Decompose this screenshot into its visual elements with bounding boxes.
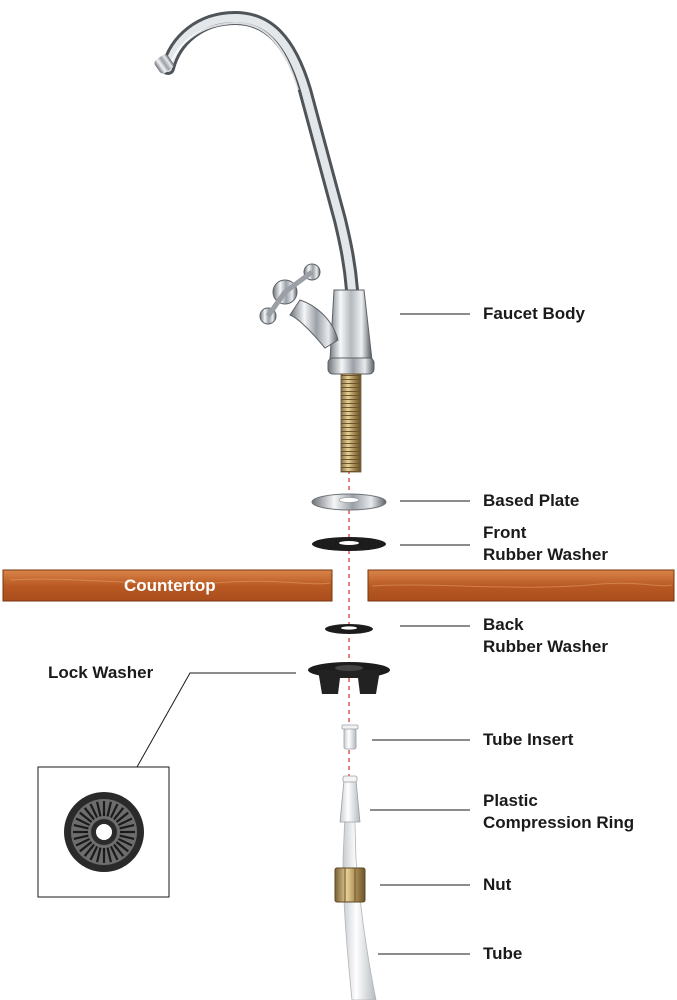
lock-washer-rib xyxy=(117,837,133,847)
lock-washer-rib xyxy=(96,847,102,863)
lock-washer-rib xyxy=(75,817,91,827)
label-nut: Nut xyxy=(483,875,512,894)
lock-washer-rib xyxy=(119,834,135,840)
label-tube: Tube xyxy=(483,944,523,963)
lock-washer-rib xyxy=(75,837,91,847)
countertop-illustration xyxy=(2,569,675,602)
lock-washer-rib xyxy=(113,843,125,857)
lock-washer-illustration xyxy=(308,662,390,694)
lock-washer-rib xyxy=(106,847,112,863)
faucet-body-illustration xyxy=(154,10,375,473)
leader-lines xyxy=(136,313,470,955)
label-tube-insert: Tube Insert xyxy=(483,730,574,749)
label-plastic-line-2: Compression Ring xyxy=(483,813,635,832)
lock-washer-rib xyxy=(106,801,112,817)
back-rubber-washer-illustration xyxy=(325,624,373,634)
tube-assembly-illustration xyxy=(334,775,377,1000)
label-front-line-2: Rubber Washer xyxy=(483,545,609,564)
label-faucet-body: Faucet Body xyxy=(483,304,586,323)
label-plastic-compression-ring: Plastic Compression Ring xyxy=(483,790,634,834)
label-plastic-line-1: Plastic xyxy=(483,791,538,810)
lock-washer-rib xyxy=(73,824,89,830)
front-rubber-washer-illustration xyxy=(312,537,386,551)
label-front-rubber-washer: Front Rubber Washer xyxy=(483,522,608,566)
tube-insert-illustration xyxy=(341,724,359,750)
label-based-plate: Based Plate xyxy=(483,491,580,510)
based-plate-illustration xyxy=(311,493,387,511)
lock-washer-rib xyxy=(96,801,102,817)
label-countertop: Countertop xyxy=(124,576,216,595)
lock-washer-rib xyxy=(109,803,119,819)
label-back-rubber-washer: Back Rubber Washer xyxy=(483,614,608,658)
label-front-line-1: Front xyxy=(483,523,527,542)
lock-washer-rib xyxy=(115,811,129,823)
lock-washer-rib xyxy=(89,845,99,861)
lock-washer-rib xyxy=(109,845,119,861)
lock-washer-rib xyxy=(89,803,99,819)
label-back-line-1: Back xyxy=(483,615,524,634)
lock-washer-rib xyxy=(73,834,89,840)
label-back-line-2: Rubber Washer xyxy=(483,637,609,656)
lock-washer-rib xyxy=(83,843,95,857)
lock-washer-rib xyxy=(83,807,95,821)
lock-washer-rib xyxy=(119,824,135,830)
lock-washer-rib xyxy=(113,807,125,821)
label-lock-washer: Lock Washer xyxy=(48,663,154,682)
lock-washer-rib xyxy=(79,841,93,853)
lock-washer-inset xyxy=(37,766,170,898)
lock-washer-rib xyxy=(79,811,93,823)
lock-washer-rib xyxy=(115,841,129,853)
lock-washer-rib xyxy=(117,817,133,827)
